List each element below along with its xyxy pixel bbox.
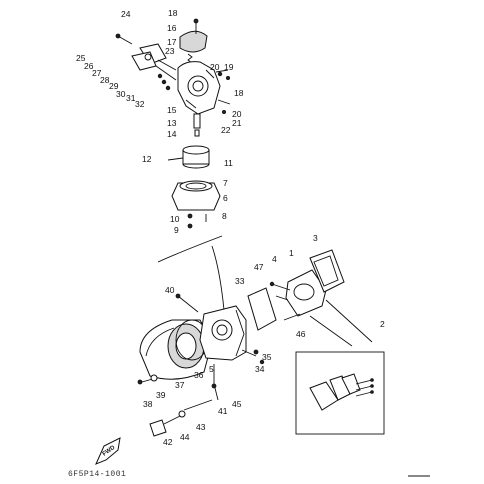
footer-code: 6F5P14-1001 [68,470,126,479]
callout-41: 41 [218,406,228,416]
callout-16: 16 [167,23,177,33]
callout-5: 5 [209,364,214,374]
callout-42: 42 [163,437,173,447]
inset-repair-kit [295,351,385,435]
callout-18a: 18 [168,8,178,18]
callout-37: 37 [175,380,185,390]
callout-19: 19 [224,62,234,72]
callout-15: 15 [167,105,177,115]
callout-30: 30 [116,89,126,99]
callout-35: 35 [262,352,272,362]
callout-23: 23 [165,46,175,56]
callout-32: 32 [135,99,145,109]
callout-2: 2 [380,319,385,329]
callout-8: 8 [222,211,227,221]
callout-20b: 20 [232,109,242,119]
callout-13: 13 [167,118,177,128]
callout-21: 21 [232,118,242,128]
callout-9: 9 [174,225,179,235]
drain-screw [137,374,158,385]
callout-3: 3 [313,233,318,243]
callout-39: 39 [156,390,166,400]
callout-1: 1 [289,248,294,258]
intake-silencer [139,319,213,380]
choke-knob [149,410,186,437]
callout-24: 24 [121,9,131,19]
gasket [247,287,277,331]
callout-6: 6 [223,193,228,203]
callout-31: 31 [126,93,136,103]
carburetor-lower-body [175,293,265,365]
forward-direction-icon: FWD [95,437,121,465]
callout-46: 46 [296,329,306,339]
assembly-link-line [157,235,225,311]
float-bowl [171,180,221,229]
callout-40: 40 [165,285,175,295]
float [167,145,210,169]
callout-18b: 18 [234,88,244,98]
callout-11: 11 [224,158,233,168]
callout-10: 10 [170,214,180,224]
choke-linkage [183,364,219,411]
callout-20a: 20 [210,62,220,72]
carburetor-upper-assembly [115,18,231,137]
callout-36: 36 [194,370,204,380]
callout-38: 38 [143,399,153,409]
callout-26: 26 [84,61,94,71]
callout-28: 28 [100,75,110,85]
callout-43: 43 [196,422,206,432]
callout-17: 17 [167,37,177,47]
callout-22: 22 [221,125,231,135]
callout-25: 25 [76,53,86,63]
callout-4: 4 [272,254,277,264]
callout-44: 44 [180,432,190,442]
callout-14: 14 [167,129,177,139]
callout-33: 33 [235,276,245,286]
callout-7: 7 [223,178,228,188]
callout-27: 27 [92,68,102,78]
callout-layer: 1 2 3 4 5 6 7 8 9 10 11 12 13 14 15 16 1… [76,8,385,447]
callout-29: 29 [109,81,119,91]
callout-45: 45 [232,399,242,409]
callout-12: 12 [142,154,152,164]
callout-34: 34 [255,364,265,374]
callout-47: 47 [254,262,264,272]
fuel-pump [269,249,373,347]
